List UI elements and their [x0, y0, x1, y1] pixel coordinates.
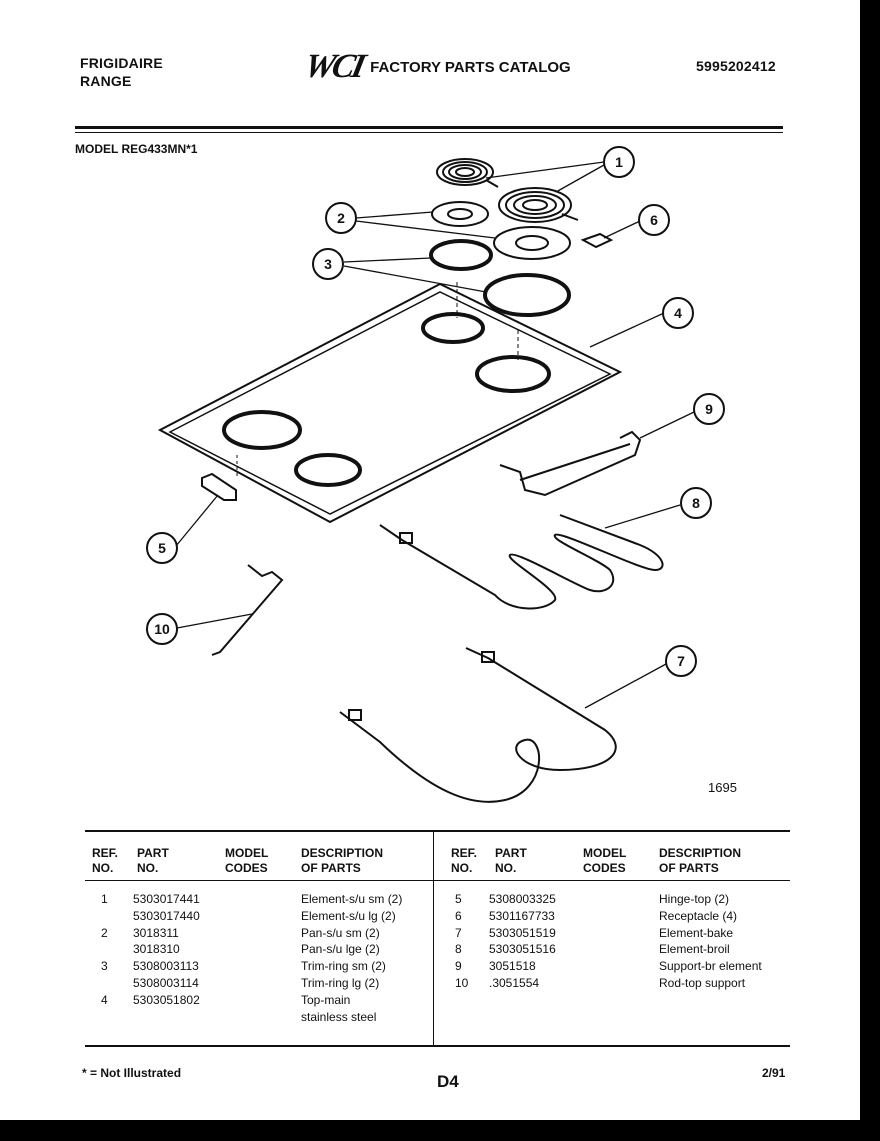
header-rule — [75, 126, 783, 129]
left-desc-column: Element-s/u sm (2) Element-s/u lg (2) Pa… — [301, 892, 403, 1024]
catalog-number: 5995202412 — [696, 58, 776, 74]
left-part-column: 5303017441 5303017440 3018311 3018310 53… — [133, 892, 200, 1007]
table-header-rule — [85, 880, 790, 881]
table-divider — [433, 830, 434, 1045]
product-type: RANGE — [80, 73, 132, 89]
cooktop-main-top — [157, 282, 623, 524]
table-bottom-rule — [85, 1045, 790, 1047]
revision-date: 2/91 — [762, 1066, 786, 1080]
figure-number: 1695 — [708, 780, 737, 795]
col-desc-right: DESCRIPTION OF PARTS — [659, 846, 742, 875]
left-ref-column: 1 2 3 4 — [101, 892, 108, 1007]
callout-3: 3 — [324, 256, 332, 272]
broil-element — [379, 514, 664, 610]
right-desc-column: Hinge-top (2) Receptacle (4) Element-bak… — [659, 892, 762, 990]
callout-2: 2 — [337, 210, 345, 226]
callout-8: 8 — [692, 495, 700, 511]
trim-ring-large — [483, 273, 571, 317]
callout-5: 5 — [158, 540, 166, 556]
drip-pan-large — [493, 226, 571, 260]
broil-support-bracket — [499, 430, 642, 497]
right-part-column: 5308003325 5301167733 5303051519 5303051… — [489, 892, 556, 990]
drip-pan-small — [431, 201, 489, 227]
header-rule-thin — [75, 132, 783, 133]
col-part-left: PART NO. — [137, 846, 169, 875]
col-part-right: PART NO. — [495, 846, 527, 875]
callout-circles — [146, 146, 725, 677]
bake-element — [339, 647, 617, 803]
rod-top-support — [211, 564, 284, 656]
callout-10: 10 — [154, 621, 170, 637]
brand-block: FRIGIDAIRE RANGE — [80, 54, 163, 90]
callout-4: 4 — [674, 305, 682, 321]
exploded-parts-diagram: 1 2 3 4 5 6 7 8 9 10 — [146, 146, 725, 803]
hinge — [201, 455, 238, 501]
catalog-title: FACTORY PARTS CATALOG — [370, 58, 571, 76]
callout-7: 7 — [677, 653, 685, 669]
model-label: MODEL REG433MN*1 — [75, 142, 198, 156]
col-codes-left: MODEL CODES — [225, 846, 269, 875]
not-illustrated-note: * = Not Illustrated — [82, 1066, 182, 1080]
table-top-rule — [85, 830, 790, 832]
callout-leaders — [175, 161, 695, 709]
right-ref-column: 5 6 7 8 9 10 — [455, 892, 469, 990]
callout-6: 6 — [650, 212, 658, 228]
surface-element-large — [498, 187, 579, 223]
brand-name: FRIGIDAIRE — [80, 55, 163, 71]
col-ref-left: REF. NO. — [92, 846, 119, 875]
col-codes-right: MODEL CODES — [583, 846, 627, 875]
page-number: D4 — [437, 1072, 459, 1091]
catalog-page: FRIGIDAIRE RANGE WCI FACTORY PARTS CATAL… — [0, 0, 860, 1120]
trim-ring-small — [429, 239, 493, 271]
col-desc-left: DESCRIPTION OF PARTS — [301, 846, 384, 875]
receptacle — [580, 232, 614, 249]
catalog-heading: WCI FACTORY PARTS CATALOG — [301, 48, 571, 86]
callout-9: 9 — [705, 401, 713, 417]
callout-1: 1 — [615, 154, 623, 170]
surface-element-small — [436, 158, 499, 188]
col-ref-right: REF. NO. — [451, 846, 478, 875]
callout-numbers: 1 2 3 4 5 6 7 8 9 10 — [154, 154, 713, 669]
